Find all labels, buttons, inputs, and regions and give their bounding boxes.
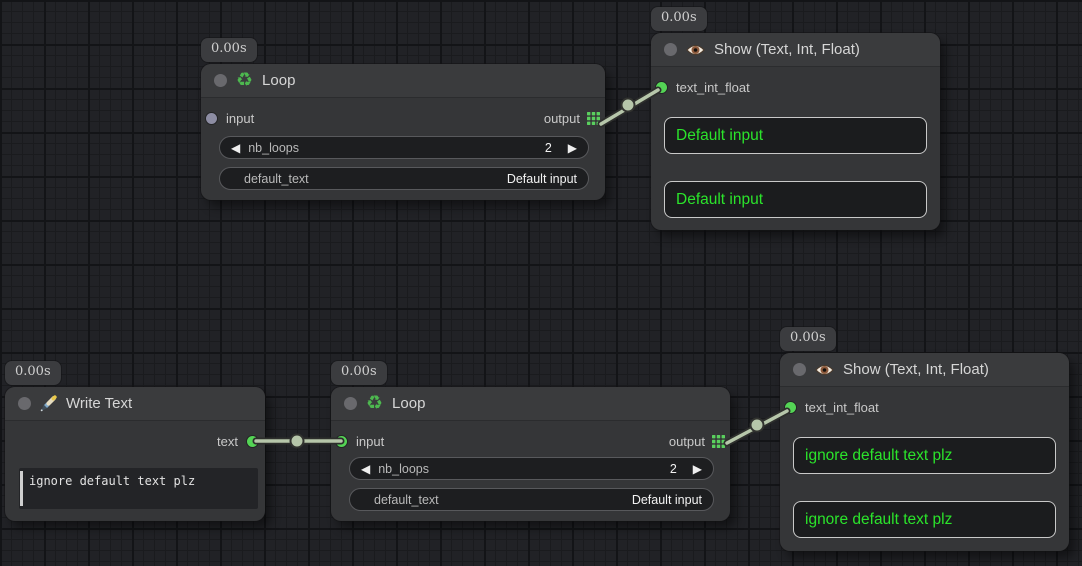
- text-cursor: [20, 471, 23, 506]
- link-loop-bottom-to-show-bottom: [723, 407, 791, 447]
- link-midpoint-dot[interactable]: [620, 97, 636, 113]
- node-title: Show (Text, Int, Float): [843, 361, 989, 378]
- increment-arrow-icon[interactable]: ▶: [567, 140, 577, 155]
- display-text: Default input: [676, 126, 764, 144]
- output-slot-dot[interactable]: [247, 435, 258, 447]
- execution-time-badge: 0.00s: [651, 7, 707, 31]
- execution-time-badge: 0.00s: [5, 361, 61, 385]
- widget-value: Default input: [506, 171, 577, 186]
- display-text: ignore default text plz: [805, 446, 953, 464]
- display-text-box[interactable]: Default input: [664, 181, 927, 218]
- widget-value: 2: [544, 140, 552, 155]
- node-write-text[interactable]: 0.00s Write Text text ignore default tex…: [5, 361, 265, 521]
- eye-icon: [686, 44, 705, 55]
- increment-arrow-icon[interactable]: ▶: [692, 461, 702, 476]
- output-slot-label: text: [217, 433, 238, 449]
- node-header[interactable]: ♻ Loop: [201, 64, 605, 98]
- display-text: ignore default text plz: [805, 510, 953, 528]
- node-title: Loop: [392, 395, 426, 412]
- execution-time-badge: 0.00s: [201, 38, 257, 62]
- decrement-arrow-icon[interactable]: ◀: [231, 140, 241, 155]
- grid-output-slot-icon[interactable]: [587, 111, 600, 125]
- input-slot-dot[interactable]: [336, 435, 347, 447]
- widget-label: nb_loops: [378, 461, 429, 476]
- decrement-arrow-icon[interactable]: ◀: [361, 461, 371, 476]
- node-show-bottom[interactable]: 0.00s Show (Text, Int, Float) text_int_f…: [780, 327, 1069, 551]
- fountain-pen-icon: [40, 395, 57, 412]
- node-loop-top[interactable]: 0.00s ♻ Loop input output ◀ nb: [201, 38, 605, 200]
- node-header[interactable]: ♻ Loop: [331, 387, 730, 421]
- display-text: Default input: [676, 190, 764, 208]
- input-slot-label: text_int_float: [676, 79, 750, 95]
- node-header[interactable]: Write Text: [5, 387, 265, 421]
- node-title: Show (Text, Int, Float): [714, 41, 860, 58]
- execution-time-badge: 0.00s: [780, 327, 836, 351]
- collapse-dot[interactable]: [664, 43, 677, 56]
- link-midpoint-dot[interactable]: [749, 417, 765, 433]
- widget-label: nb_loops: [248, 140, 299, 155]
- input-slot-dot[interactable]: [785, 401, 796, 413]
- recycle-icon: ♻: [236, 69, 254, 91]
- execution-time-badge: 0.00s: [331, 361, 387, 385]
- node-loop-bottom[interactable]: 0.00s ♻ Loop input output ◀ nb: [331, 361, 730, 521]
- default-text-widget[interactable]: default_text Default input: [349, 488, 714, 511]
- link-write-text-to-loop-bottom: [252, 433, 345, 449]
- recycle-icon: ♻: [366, 392, 384, 414]
- collapse-dot[interactable]: [793, 363, 806, 376]
- widget-label: default_text: [374, 492, 439, 507]
- input-slot-label: input: [356, 433, 385, 449]
- eye-icon: [815, 364, 834, 375]
- grid-output-slot-icon[interactable]: [712, 434, 725, 448]
- input-slot-dot[interactable]: [656, 81, 667, 93]
- output-slot-label: output: [668, 433, 705, 449]
- collapse-dot[interactable]: [18, 397, 31, 410]
- input-slot-dot[interactable]: [206, 112, 217, 124]
- node-title: Loop: [262, 72, 296, 89]
- widget-label: default_text: [244, 171, 309, 186]
- collapse-dot[interactable]: [214, 74, 227, 87]
- display-text-box[interactable]: Default input: [664, 117, 927, 154]
- node-header[interactable]: Show (Text, Int, Float): [780, 353, 1069, 387]
- collapse-dot[interactable]: [344, 397, 357, 410]
- widget-value: 2: [669, 461, 677, 476]
- input-slot-label: text_int_float: [805, 399, 879, 415]
- nb-loops-number-widget[interactable]: ◀ nb_loops 2 ▶: [349, 457, 714, 480]
- link-midpoint-dot[interactable]: [289, 433, 305, 449]
- widget-value: Default input: [631, 492, 702, 507]
- output-slot-label: output: [543, 110, 580, 126]
- node-title: Write Text: [66, 395, 133, 412]
- text-input-value: ignore default text plz: [29, 474, 196, 488]
- input-slot-label: input: [226, 110, 255, 126]
- link-loop-top-to-show-top: [597, 86, 662, 128]
- node-header[interactable]: Show (Text, Int, Float): [651, 33, 940, 67]
- node-show-top[interactable]: 0.00s Show (Text, Int, Float) text_int_f…: [651, 7, 940, 230]
- text-input[interactable]: ignore default text plz: [19, 468, 258, 509]
- nb-loops-number-widget[interactable]: ◀ nb_loops 2 ▶: [219, 136, 589, 159]
- display-text-box[interactable]: ignore default text plz: [793, 501, 1056, 538]
- default-text-widget[interactable]: default_text Default input: [219, 167, 589, 190]
- display-text-box[interactable]: ignore default text plz: [793, 437, 1056, 474]
